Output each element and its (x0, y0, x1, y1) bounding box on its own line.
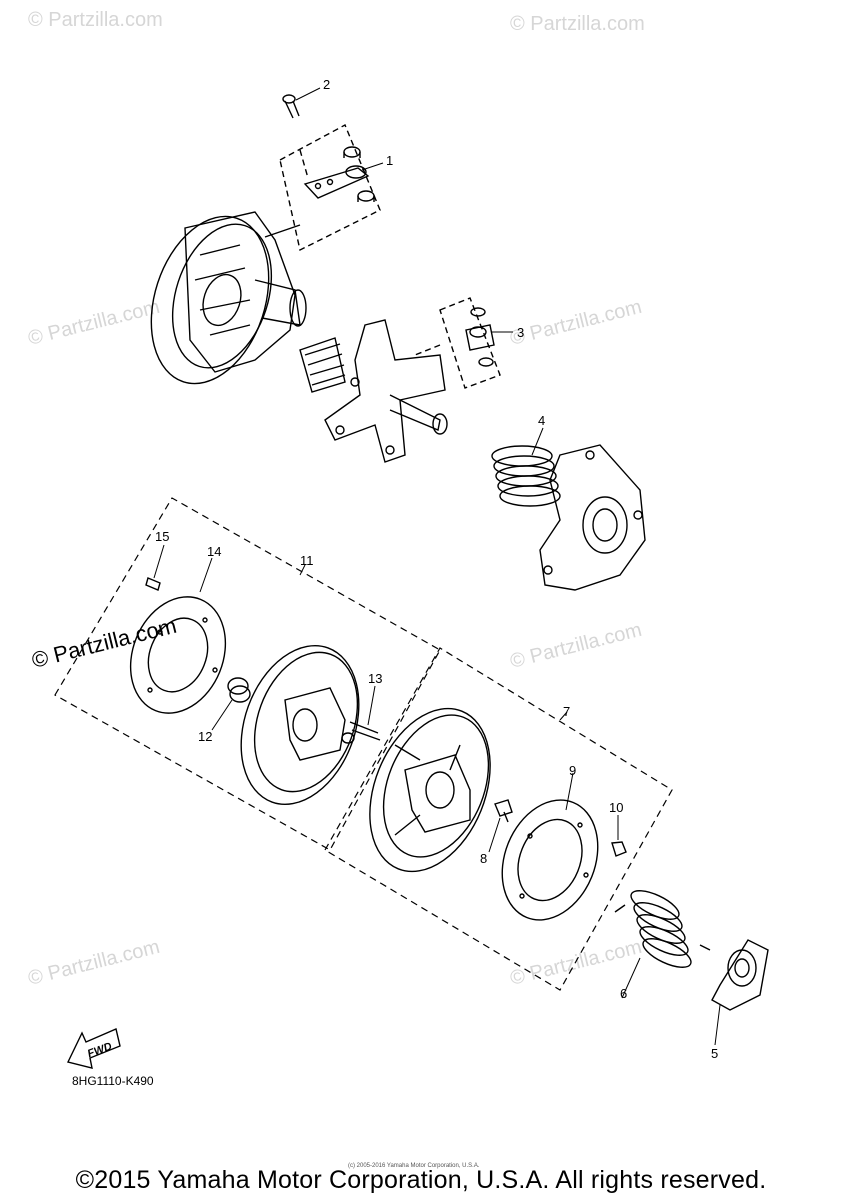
assembly-11-box (54, 497, 441, 851)
watermark: © Partzilla.com (508, 296, 644, 350)
watermark: © Partzilla.com (28, 9, 163, 31)
plate-9 (501, 799, 627, 921)
callout-9: 9 (569, 763, 576, 778)
primary-spring (491, 445, 561, 507)
spider-hub (299, 319, 448, 463)
fwd-arrow-icon: FWD (66, 1028, 121, 1069)
watermarks: © Partzilla.com © Partzilla.com © Partzi… (26, 9, 645, 990)
diagram-code: 8HG1110-K490 (72, 1074, 154, 1088)
callout-6: 6 (620, 986, 627, 1001)
primary-fixed-sheave (150, 211, 307, 385)
callouts: 2 1 3 4 15 14 11 13 12 7 9 10 8 6 5 (155, 77, 718, 1061)
watermark: © Partzilla.com (26, 936, 162, 990)
callout-11: 11 (300, 553, 314, 568)
callout-14: 14 (207, 544, 221, 559)
bolt-2 (282, 94, 300, 119)
callout-10: 10 (609, 800, 623, 815)
weight-assembly (279, 124, 381, 252)
callout-12: 12 (198, 729, 212, 744)
bearing-12 (227, 677, 251, 703)
primary-cap (539, 444, 646, 591)
callout-8: 8 (480, 851, 487, 866)
callout-13: 13 (368, 671, 382, 686)
watermark: © Partzilla.com (508, 936, 644, 990)
plate-14 (129, 577, 227, 714)
callout-3: 3 (517, 325, 524, 340)
callout-15: 15 (155, 529, 169, 544)
callout-5: 5 (711, 1046, 718, 1061)
callout-7: 7 (563, 704, 570, 719)
copyright: ©2015 Yamaha Motor Corporation, U.S.A. A… (75, 1166, 767, 1194)
fwd-label: FWD (86, 1040, 114, 1060)
tiny-notice: (c) 2005-2016 Yamaha Motor Corporation, … (348, 1163, 480, 1169)
callout-1: 1 (386, 153, 393, 168)
fixed-sheave (369, 707, 491, 873)
leader-lines (153, 87, 721, 1046)
watermark-main: © Partzilla.com (29, 613, 179, 673)
secondary-spring (614, 890, 711, 968)
slider-assembly (414, 297, 501, 389)
watermark: © Partzilla.com (510, 13, 645, 35)
sliding-sheave (240, 644, 381, 806)
assembly-7-box (324, 647, 673, 991)
watermark: © Partzilla.com (26, 296, 162, 350)
watermark: © Partzilla.com (508, 619, 644, 673)
callout-4: 4 (538, 413, 545, 428)
screw-8 (494, 799, 513, 823)
spring-seat (711, 939, 769, 1011)
callout-2: 2 (323, 77, 330, 92)
